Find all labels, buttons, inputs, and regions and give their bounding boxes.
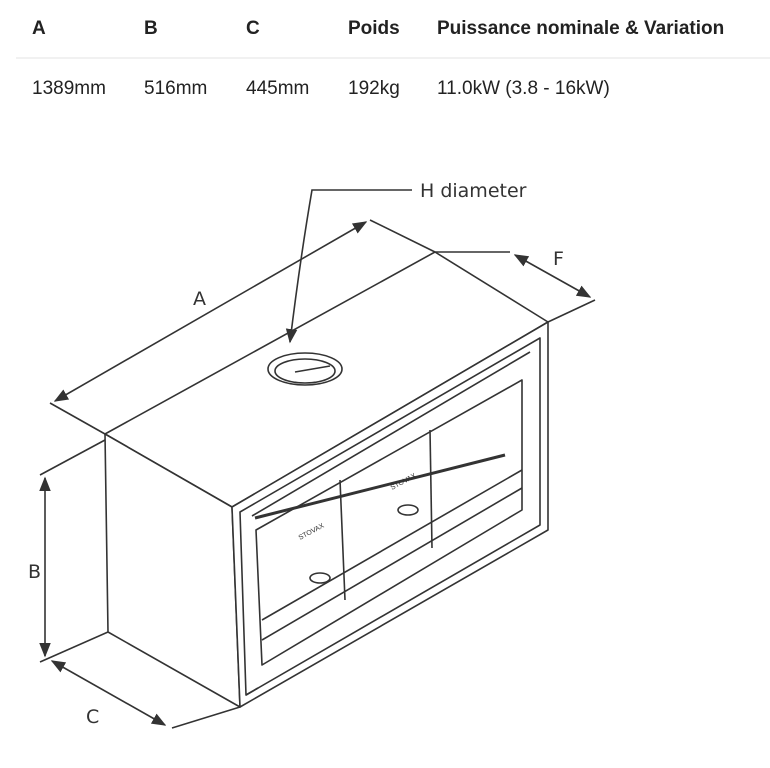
label-c: C bbox=[86, 706, 99, 728]
header-b: B bbox=[128, 0, 230, 59]
label-f: F bbox=[553, 248, 564, 270]
cell-power: 11.0kW (3.8 - 16kW) bbox=[437, 78, 610, 99]
cell-weight: 192kg bbox=[348, 78, 400, 99]
cell-b: 516mm bbox=[144, 78, 208, 99]
dimension-c-line bbox=[50, 660, 167, 726]
dimension-f-line bbox=[513, 254, 592, 298]
header-power: Puissance nominale & Variation bbox=[421, 0, 770, 59]
table-row: 1389mm 516mm 445mm 192kg 11.0kW (3.8 - 1… bbox=[16, 58, 770, 119]
label-b: B bbox=[28, 561, 41, 583]
label-a: A bbox=[193, 288, 206, 310]
spec-table: A B C Poids Puissance nominale & Variati… bbox=[16, 0, 770, 119]
door-glass bbox=[255, 379, 523, 666]
dimension-a-line bbox=[53, 221, 368, 402]
header-a: A bbox=[16, 0, 128, 59]
door-frame bbox=[239, 337, 541, 696]
header-c: C bbox=[230, 0, 332, 59]
cell-a: 1389mm bbox=[32, 78, 106, 99]
cell-c: 445mm bbox=[246, 78, 310, 99]
label-h-diameter: H diameter bbox=[420, 180, 527, 202]
h-diameter-leader bbox=[285, 189, 412, 344]
table-header-row: A B C Poids Puissance nominale & Variati… bbox=[16, 0, 770, 59]
flue-hole bbox=[267, 352, 343, 386]
header-weight: Poids bbox=[332, 0, 421, 59]
